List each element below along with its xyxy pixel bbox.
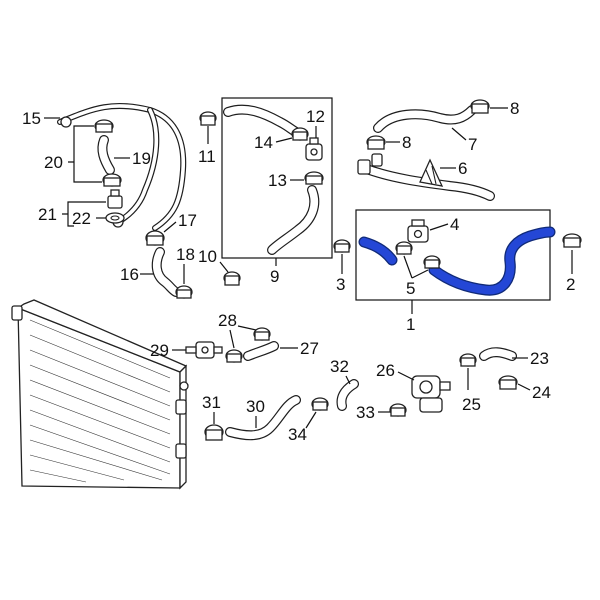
callout-12: 12 (306, 107, 325, 126)
callout-13: 13 (268, 171, 287, 190)
group-1-box (355, 209, 551, 301)
clamp-11[interactable] (199, 111, 217, 126)
callout-8-top: 8 (510, 99, 519, 118)
callout-32: 32 (330, 357, 349, 376)
radiator[interactable] (11, 299, 189, 490)
pipe-6[interactable] (357, 153, 495, 201)
group-9-box (221, 97, 333, 259)
hose-1-right[interactable] (428, 226, 556, 296)
fitting-21[interactable] (107, 189, 123, 209)
callout-17: 17 (178, 211, 197, 230)
clamp-17[interactable] (145, 230, 165, 246)
hose-19[interactable] (97, 135, 115, 175)
clamp-8-mid[interactable] (366, 135, 386, 150)
clamp-20-top[interactable] (94, 119, 114, 133)
clamp-5-right[interactable] (423, 255, 441, 269)
clamp-25[interactable] (459, 353, 477, 367)
callout-15: 15 (22, 109, 41, 128)
hose-32[interactable] (336, 379, 359, 411)
hose-7[interactable] (373, 105, 477, 133)
callout-27: 27 (300, 339, 319, 358)
callout-29: 29 (150, 341, 169, 360)
callout-31: 31 (202, 393, 221, 412)
connector-4[interactable] (407, 219, 429, 243)
callout-16: 16 (120, 265, 139, 284)
callout-14: 14 (254, 133, 273, 152)
callout-24: 24 (532, 383, 551, 402)
clamp-31[interactable] (204, 424, 224, 441)
water-pump-26[interactable] (411, 375, 451, 413)
callout-18: 18 (176, 245, 195, 264)
clamp-24[interactable] (498, 375, 518, 390)
callout-9: 9 (270, 267, 279, 286)
callouts: 15 20 19 21 22 17 16 18 11 10 12 14 (22, 99, 575, 444)
callout-22: 22 (72, 209, 91, 228)
o-ring-22[interactable] (105, 212, 125, 224)
clamp-14[interactable] (291, 127, 309, 141)
clamp-20-bottom[interactable] (102, 173, 122, 187)
callout-25: 25 (462, 395, 481, 414)
clamp-5-left[interactable] (395, 241, 413, 255)
callout-33: 33 (356, 403, 375, 422)
hose-16[interactable] (151, 247, 181, 297)
clamp-10[interactable] (223, 271, 241, 286)
callout-6: 6 (458, 159, 467, 178)
callout-28: 28 (218, 311, 237, 330)
callout-10: 10 (198, 247, 217, 266)
callout-4: 4 (450, 215, 459, 234)
thermostat-29[interactable] (185, 341, 223, 359)
hose-23[interactable] (479, 347, 517, 361)
clamp-28-right[interactable] (253, 327, 271, 341)
coolant-pipe-assembly[interactable] (57, 102, 187, 231)
clamp-8-top[interactable] (470, 99, 490, 114)
callout-8-mid: 8 (402, 133, 411, 152)
clamp-3[interactable] (333, 239, 351, 253)
connector-12[interactable] (305, 137, 323, 161)
callout-7: 7 (468, 135, 477, 154)
clamp-18[interactable] (175, 285, 193, 299)
callout-2: 2 (566, 275, 575, 294)
callout-23: 23 (530, 349, 549, 368)
callout-19: 19 (132, 149, 151, 168)
hose-30[interactable] (225, 395, 301, 441)
callout-5: 5 (406, 279, 415, 298)
callout-3: 3 (336, 275, 345, 294)
callout-11: 11 (198, 147, 216, 166)
callout-1: 1 (406, 315, 415, 334)
callout-21: 21 (38, 205, 57, 224)
callout-30: 30 (246, 397, 265, 416)
hose-9-lower[interactable] (267, 185, 320, 255)
callout-34: 34 (288, 425, 307, 444)
hose-9-upper[interactable] (223, 104, 301, 137)
callout-26: 26 (376, 361, 395, 380)
clamp-13[interactable] (304, 171, 324, 185)
clamp-33[interactable] (389, 403, 407, 417)
hose-1-left[interactable] (358, 236, 398, 266)
callout-20: 20 (44, 153, 63, 172)
clamp-2[interactable] (562, 233, 582, 248)
clamp-28-left[interactable] (225, 349, 243, 363)
clamp-34[interactable] (311, 397, 329, 411)
hose-27[interactable] (243, 341, 279, 361)
